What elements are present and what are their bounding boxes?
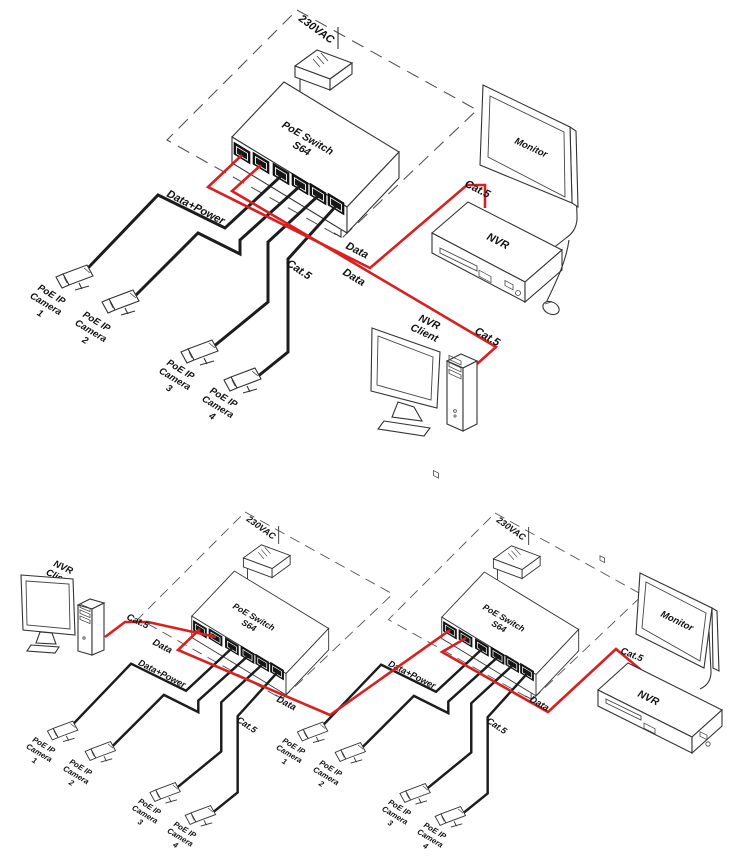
red-cable-switch-to-nvr-bottom	[439, 636, 642, 714]
red-cable-client-to-switch	[104, 620, 217, 639]
mouse	[542, 239, 570, 316]
monitor-top: Monitor	[479, 84, 579, 253]
client-tower-bottom	[76, 598, 106, 656]
nvr-bottom-slot	[605, 698, 642, 721]
monitor-bottom-arm	[699, 611, 712, 690]
cat5-label-client-bottom: Cat.5	[125, 612, 151, 632]
red-cable-switch-to-switch	[175, 628, 451, 717]
data-label-client-bottom: Data	[151, 637, 174, 656]
client-monitor-stand	[391, 401, 424, 422]
nvr-button	[515, 290, 521, 296]
cat5-label-client: Cat.5	[473, 325, 503, 349]
nvr-client-top: NVR Client	[370, 312, 479, 437]
cat5-label-nvr: Cat.5	[463, 178, 493, 201]
red-cable-switch-to-client	[229, 164, 499, 365]
nvr-disc-slot	[439, 247, 478, 272]
nvr-client-label: NVR Client	[408, 312, 442, 345]
nvr-power-switch	[433, 469, 439, 479]
red-cable-switch-to-nvr	[205, 154, 487, 270]
client-tower	[445, 353, 479, 432]
nvr-usb-ports	[478, 269, 492, 284]
monitor-bottom: Monitor	[635, 572, 720, 690]
switch-cluster-3	[270, 513, 643, 857]
top-diagram: Data Data Cat.5 Cat.5 Monitor NVR NVR Cl…	[22, 10, 579, 479]
nvr-bottom-usb	[643, 722, 656, 735]
nvr-connector	[504, 279, 514, 291]
data-label-link: Data	[275, 694, 298, 713]
bottom-diagram: Cat.5 Data Data Data Cat.5 NVR Client Mo…	[20, 512, 723, 857]
switch-cluster-2	[20, 512, 393, 857]
nvr-bottom: NVR	[597, 555, 723, 755]
nvr-client-bottom: NVR Client	[20, 559, 106, 656]
nvr-top: NVR	[431, 201, 563, 479]
nvr-bottom-switch	[599, 555, 605, 564]
